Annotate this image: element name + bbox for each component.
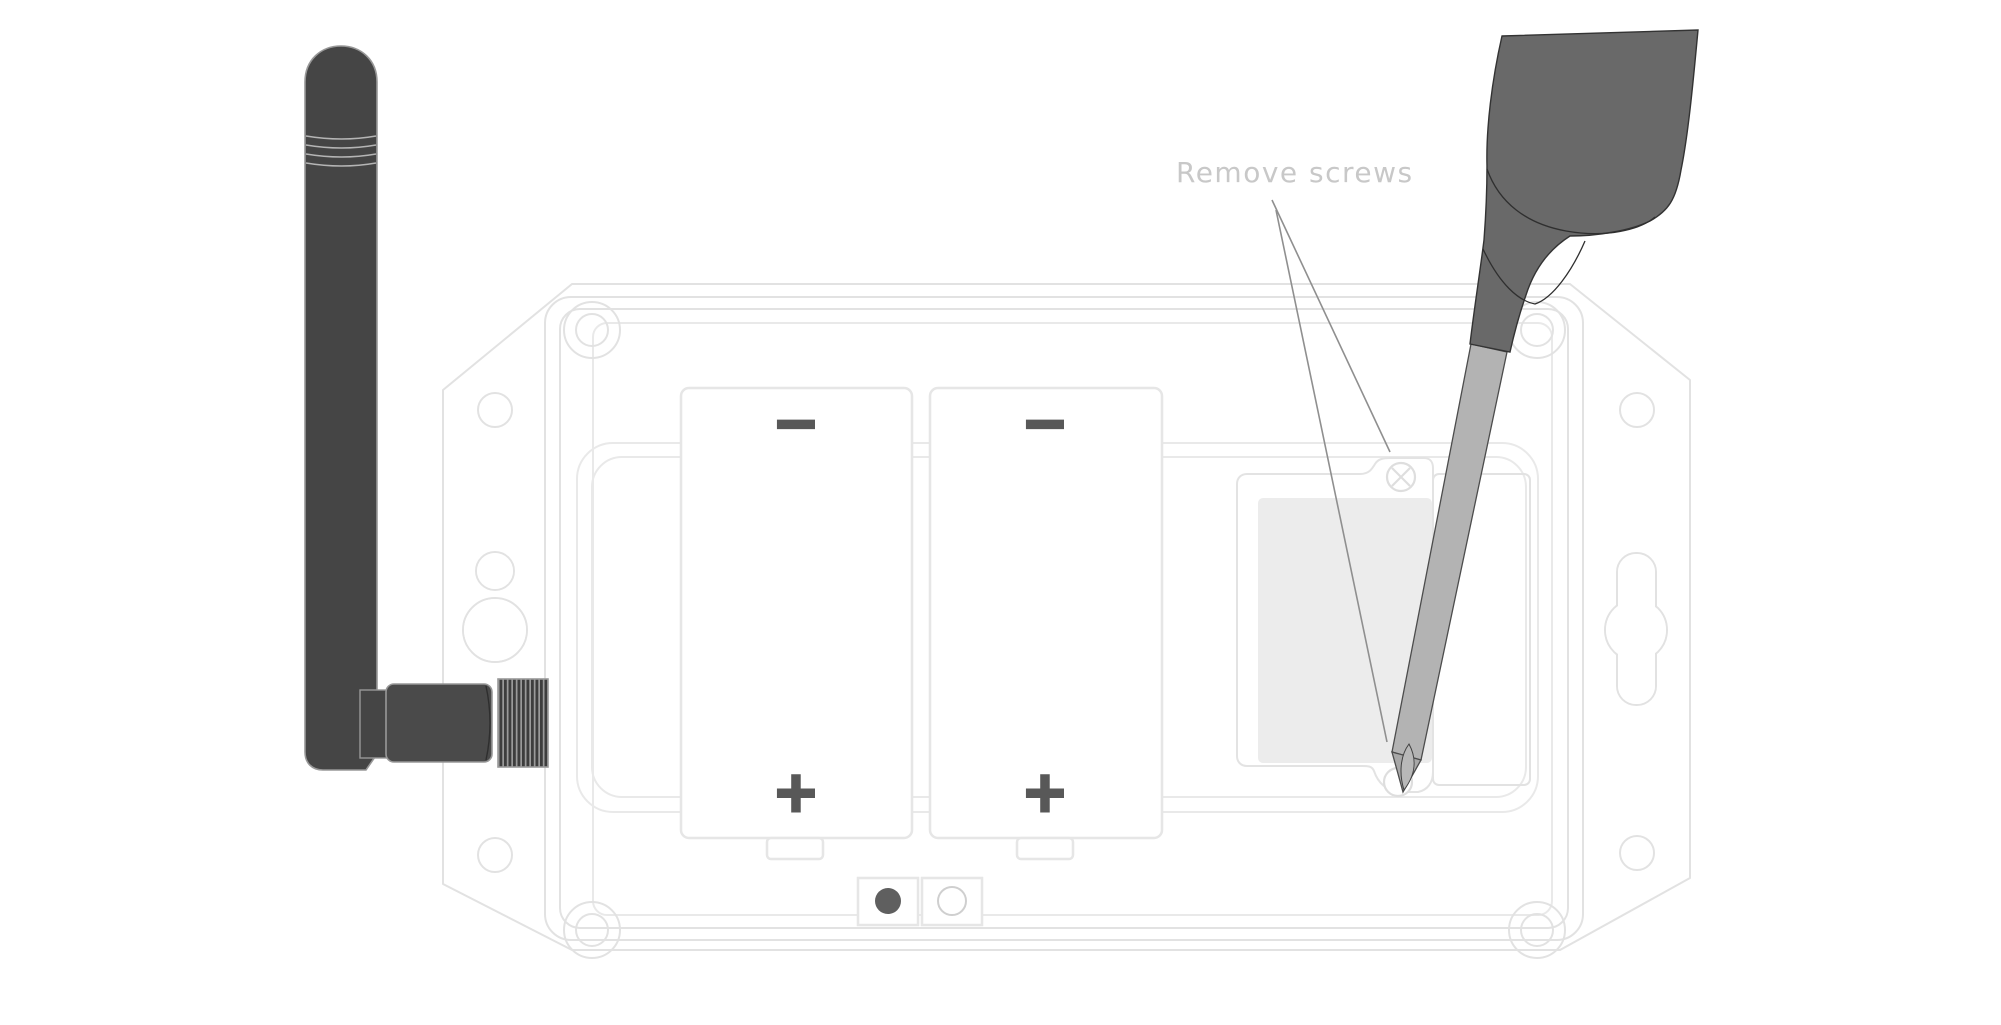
corner-screw-bosses xyxy=(563,301,1566,959)
screw-boss-top-left xyxy=(563,301,621,359)
screw-boss-bottom-right xyxy=(1508,901,1566,959)
battery-2: − + xyxy=(928,386,1164,861)
flange-hole-top-left xyxy=(477,392,513,428)
enclosure-box-outline xyxy=(544,296,1584,941)
module-panel xyxy=(1258,498,1432,763)
connector-cap-seam xyxy=(485,685,491,761)
flange-hole-bottom-left xyxy=(477,837,513,873)
annotation-leader-lines xyxy=(1271,199,1391,743)
antenna-body xyxy=(304,45,378,771)
battery-1-contact-tab xyxy=(765,836,825,861)
battery-2-contact-tab xyxy=(1015,836,1075,861)
flange-hole-top-right xyxy=(1619,392,1655,428)
enclosure xyxy=(442,283,1691,959)
keyhole-slot-right xyxy=(1604,552,1668,706)
screw-boss-bottom-left xyxy=(563,901,621,959)
leader-line-bottom-screw xyxy=(1275,209,1388,743)
enclosure-lid-outline xyxy=(559,308,1569,929)
screwdriver-handle-seam xyxy=(1486,168,1656,235)
mounting-flange-outline xyxy=(442,283,1691,951)
screwdriver-handle xyxy=(1469,29,1699,353)
flange-hole-bottom-right xyxy=(1619,835,1655,871)
antenna-assembly xyxy=(304,45,549,771)
screwdriver-neck-seam xyxy=(1482,240,1586,305)
module-cover-assembly xyxy=(1236,457,1531,798)
button-led-panel xyxy=(856,876,984,927)
keyhole-slot-left xyxy=(462,551,528,663)
leader-line-top-screw xyxy=(1271,199,1391,453)
battery-1-negative-symbol: − xyxy=(773,391,820,456)
led-hole xyxy=(937,886,967,916)
annotation-label: Remove screws xyxy=(1176,156,1414,189)
screwdriver-tip-flute xyxy=(1400,743,1415,792)
battery-compartment: − + − + xyxy=(679,386,1164,927)
connector-knurled-nut xyxy=(497,678,549,768)
cover-screw-top xyxy=(1385,461,1417,493)
screwdriver xyxy=(1391,29,1699,794)
connector-body xyxy=(385,683,493,763)
battery-2-positive-symbol: + xyxy=(1022,760,1069,825)
battery-1-positive-symbol: + xyxy=(773,760,820,825)
reset-button xyxy=(875,888,901,914)
battery-2-negative-symbol: − xyxy=(1022,391,1069,456)
flange-holes xyxy=(477,392,1655,873)
antenna-grip-rings xyxy=(305,135,377,167)
battery-1: − + xyxy=(679,386,914,861)
